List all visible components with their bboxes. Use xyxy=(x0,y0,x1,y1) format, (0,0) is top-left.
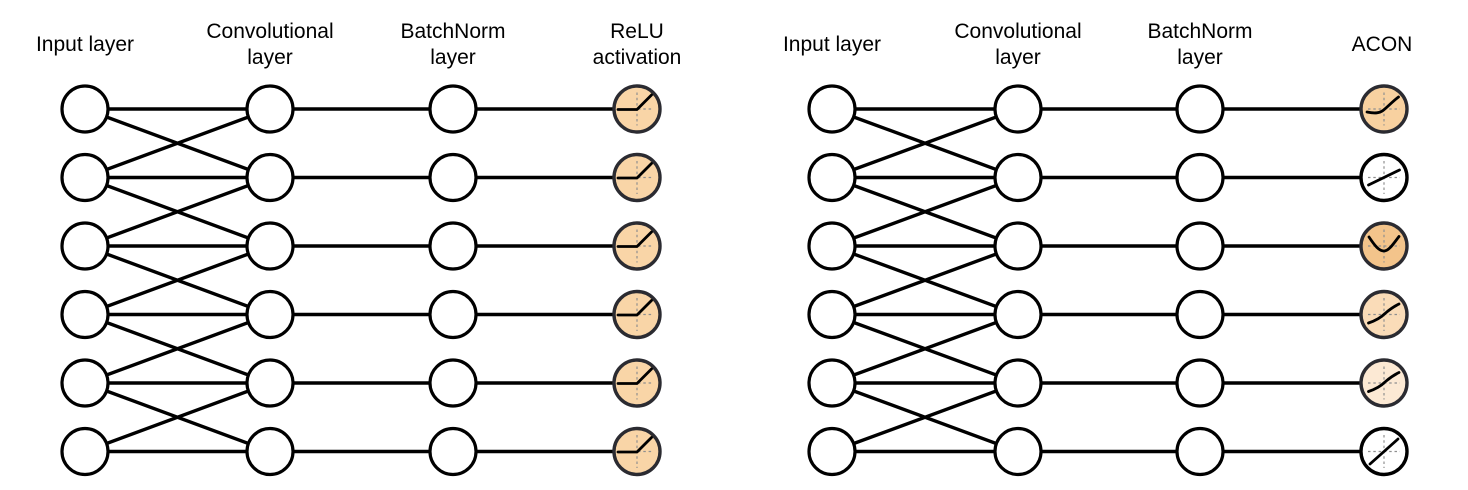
neuron-node xyxy=(1175,84,1225,134)
header-line: Input layer xyxy=(782,33,882,56)
neuron-node xyxy=(245,358,295,408)
activation-node-relu xyxy=(612,426,662,477)
header-line: layer xyxy=(430,46,476,69)
connection-edge xyxy=(83,107,272,180)
neuron-node xyxy=(60,152,110,203)
relu-net-header-relu-activation: ReLU activation xyxy=(593,16,682,74)
relu-net-header-batchnorm-layer: BatchNorm layer xyxy=(400,16,505,74)
activation-node-linear-shallow xyxy=(1359,152,1409,203)
acon-net-header-input-layer: Input layer xyxy=(783,16,881,74)
neuron-node xyxy=(245,84,295,134)
activation-curve-icon xyxy=(1367,168,1401,187)
header-line: BatchNorm xyxy=(400,20,506,43)
relu-net-header-input-layer: Input layer xyxy=(36,16,134,74)
activation-node-relu xyxy=(612,84,662,134)
neuron-node xyxy=(60,358,110,408)
neuron-node xyxy=(60,84,110,134)
activation-node-swish-shallow xyxy=(1359,84,1409,134)
activation-node-swish-soft xyxy=(1359,358,1409,408)
acon-net-header-acon: ACON xyxy=(1352,16,1413,74)
relu-net-header-convolutional-layer: Convolutional layer xyxy=(206,16,333,74)
connection-edge xyxy=(83,175,272,248)
neuron-node xyxy=(993,221,1043,271)
header-line: ACON xyxy=(1351,33,1413,56)
connection-edge xyxy=(830,312,1020,385)
neuron-node xyxy=(807,426,857,477)
neuron-node xyxy=(993,358,1043,408)
neuron-node xyxy=(807,289,857,340)
neuron-node xyxy=(993,152,1043,203)
activation-curve-icon xyxy=(616,93,653,111)
connection-edge xyxy=(83,312,272,385)
activation-curve-icon xyxy=(1367,371,1401,393)
neuron-node xyxy=(1175,426,1225,477)
activation-curve-icon xyxy=(616,299,653,317)
neuron-node xyxy=(245,289,295,340)
header-line: layer xyxy=(995,46,1041,69)
connection-edge xyxy=(830,175,1020,248)
header-line: Input layer xyxy=(35,33,135,56)
neuron-node xyxy=(60,426,110,477)
activation-node-relu xyxy=(612,289,662,340)
header-line: Convolutional xyxy=(206,20,334,43)
neuron-node xyxy=(807,221,857,271)
neuron-node xyxy=(428,152,478,203)
activation-curve-icon xyxy=(1367,235,1401,253)
activation-node-swish-dip xyxy=(1359,221,1409,271)
activation-curve-icon xyxy=(1367,302,1401,325)
neuron-node xyxy=(807,358,857,408)
neuron-node xyxy=(807,152,857,203)
header-line: layer xyxy=(1177,46,1223,69)
neuron-node xyxy=(807,84,857,134)
neuron-node xyxy=(993,426,1043,477)
neuron-node xyxy=(245,221,295,271)
neuron-node xyxy=(245,152,295,203)
relu-network xyxy=(60,84,662,477)
acon-network xyxy=(807,84,1409,477)
activation-curve-icon xyxy=(1365,95,1400,115)
connection-edge xyxy=(830,244,1020,317)
activation-node-relu xyxy=(612,358,662,408)
activation-node-swish-soft xyxy=(1359,289,1409,340)
activation-curve-icon xyxy=(1368,437,1400,466)
connection-edge xyxy=(83,381,272,454)
neuron-node xyxy=(245,426,295,477)
header-line: Convolutional xyxy=(954,20,1082,43)
neuron-node xyxy=(60,221,110,271)
neuron-node xyxy=(60,289,110,340)
connection-edge xyxy=(830,381,1020,454)
neuron-node xyxy=(993,289,1043,340)
neuron-node xyxy=(428,358,478,408)
header-line: BatchNorm xyxy=(1147,20,1253,43)
neuron-node xyxy=(1175,358,1225,408)
header-line: layer xyxy=(247,46,293,69)
activation-curve-icon xyxy=(616,162,653,180)
activation-node-relu xyxy=(612,152,662,203)
header-line: activation xyxy=(592,46,682,69)
connection-edge xyxy=(83,244,272,317)
acon-net-header-batchnorm-layer: BatchNorm layer xyxy=(1147,16,1252,74)
activation-curve-icon xyxy=(616,436,653,454)
neuron-node xyxy=(1175,152,1225,203)
connection-edge xyxy=(830,107,1020,180)
activation-node-linear-steep xyxy=(1359,426,1409,477)
neuron-node xyxy=(993,84,1043,134)
activation-curve-icon xyxy=(616,367,653,385)
activation-curve-icon xyxy=(616,230,653,248)
neuron-node xyxy=(428,289,478,340)
neuron-node xyxy=(428,84,478,134)
acon-net-header-convolutional-layer: Convolutional layer xyxy=(954,16,1081,74)
neuron-node xyxy=(1175,289,1225,340)
neuron-node xyxy=(428,426,478,477)
header-line: ReLU xyxy=(610,20,664,43)
neuron-node xyxy=(428,221,478,271)
activation-node-relu xyxy=(612,221,662,271)
neuron-node xyxy=(1175,221,1225,271)
